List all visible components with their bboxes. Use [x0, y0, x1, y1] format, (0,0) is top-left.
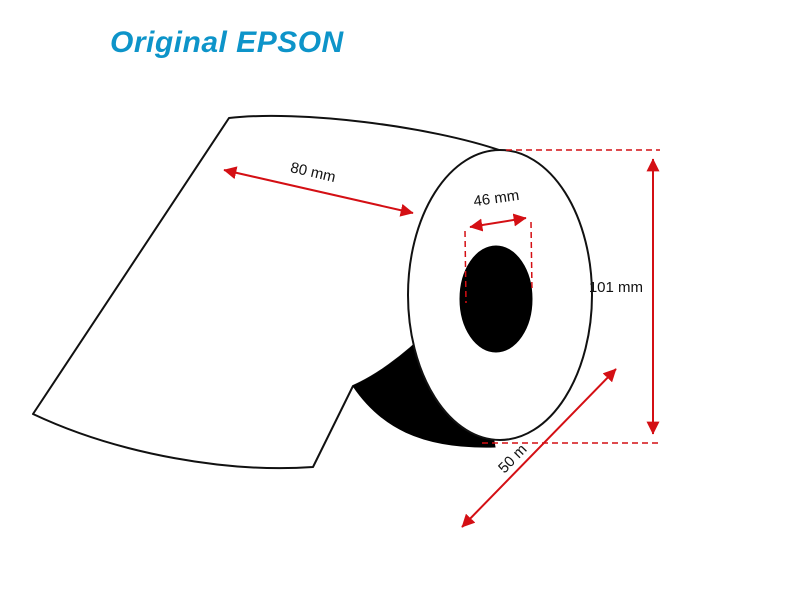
page-title: Original EPSON	[110, 26, 344, 59]
core-dimension-arrow	[469, 213, 527, 232]
length-dimension-label: 50 m	[495, 441, 530, 477]
length-dimension-arrow	[461, 368, 617, 528]
width-dimension-arrow	[223, 166, 414, 217]
diameter-dimension-label: 101 mm	[589, 279, 643, 296]
core-dimension-label: 46 mm	[472, 187, 520, 210]
core-extension-line-left	[464, 230, 467, 304]
core-extension-line-right	[530, 221, 533, 293]
roll-core-hole	[459, 245, 533, 353]
